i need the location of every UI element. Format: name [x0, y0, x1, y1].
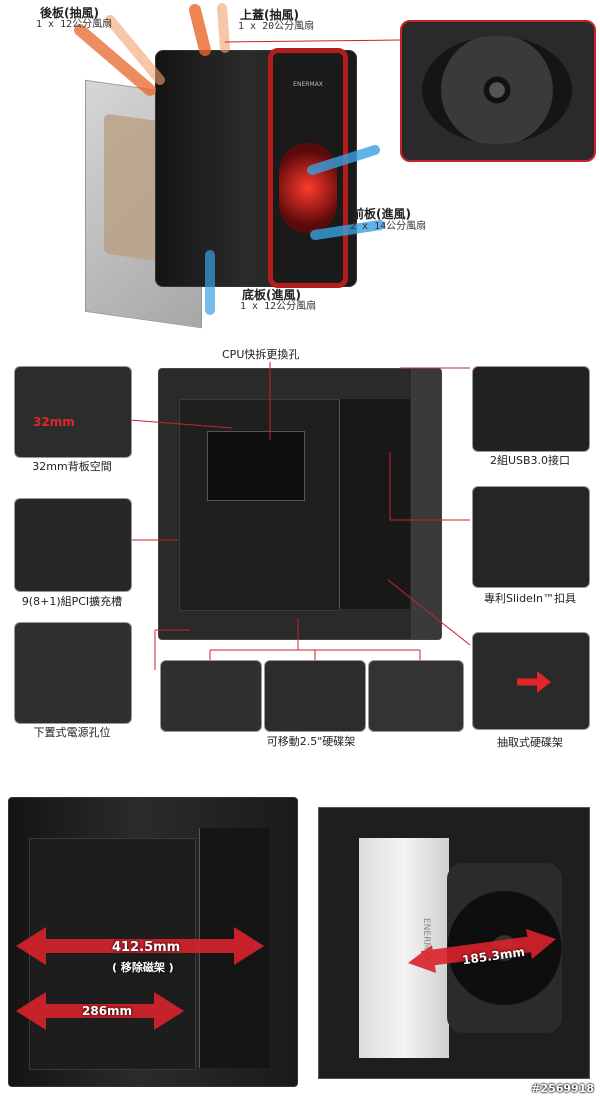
- slidein-caption: 專利SlideIn™扣具: [483, 592, 577, 605]
- vga-dimension-arrows: [16, 927, 264, 1030]
- hdd-tray-photo-2: [264, 660, 366, 732]
- cooler-dimension-arrow: [408, 929, 556, 973]
- rear-exhaust-arrow: [74, 15, 165, 96]
- rear-fan-title: 後板(抽風): [40, 6, 99, 20]
- front-bezel: ENERMAX: [268, 48, 348, 288]
- top-fan-title: 上蓋(抽風): [240, 8, 299, 22]
- hdd-tray-photo-3: [368, 660, 464, 732]
- front-red-glow: [279, 143, 337, 233]
- clearance-value: 32mm: [33, 415, 75, 429]
- pci-caption: 9(8+1)組PCI擴充槽: [21, 595, 123, 608]
- top-fan-mesh: [422, 36, 572, 144]
- cpu-cutout-label: CPU快拆更換孔: [222, 348, 300, 361]
- drive-bays: [339, 399, 410, 609]
- interior-case: [158, 368, 442, 640]
- front-logo: ENERMAX: [293, 81, 323, 88]
- front-fan-detail: 2 x 14公分風扇: [350, 221, 427, 232]
- vga-short-value: 286mm: [82, 1004, 133, 1018]
- cpu-cutout-hole: [207, 431, 305, 501]
- vga-long-arrow: [16, 927, 264, 965]
- interior-section: CPU快拆更換孔 32mm 32mm背板空間 9(8+1)組PCI擴充槽 下置式…: [0, 340, 600, 760]
- top-exhaust-arrow: [189, 3, 230, 56]
- drawer-caption: 抽取式硬碟架: [497, 736, 563, 749]
- watermark: #2569918: [531, 1082, 594, 1095]
- top-fan-callout-line: [224, 39, 401, 43]
- hdd-tray-caption: 可移動2.5"硬碟架: [266, 735, 356, 748]
- vga-short-arrow: [16, 992, 184, 1030]
- psu-caption: 下置式電源孔位: [33, 726, 111, 739]
- drawer-photo: [472, 632, 590, 730]
- front-bezel-side: [411, 369, 441, 639]
- pci-photo: [14, 498, 132, 592]
- front-fan-title: 前板(進風): [352, 207, 411, 221]
- drawer-arrow-icon: [517, 671, 551, 693]
- clearance-photo: 32mm: [14, 366, 132, 458]
- usb-caption: 2組USB3.0接口: [489, 454, 571, 467]
- top-fan-detail: 1 x 20公分風扇: [238, 21, 315, 32]
- psu-photo: [14, 622, 132, 724]
- clearance-caption: 32mm背板空間: [32, 460, 112, 473]
- vga-long-value: 412.5mm: [112, 940, 181, 955]
- rear-fan-detail: 1 x 12公分風扇: [36, 19, 113, 30]
- front-intake-arrow: [307, 145, 385, 240]
- hdd-tray-photo-1: [160, 660, 262, 732]
- vga-mb-tray: [29, 838, 196, 1070]
- usb-photo: [472, 366, 590, 452]
- interior-callout-lines: [129, 362, 471, 670]
- dimension-section: 412.5mm ( 移除磁架 ) 286mm ENERMAX 185.3mm #…: [0, 795, 600, 1105]
- cooler-heatsink: [359, 838, 449, 1058]
- airflow-section: ENERMAX 後板(抽風) 1 x 12公分風扇 上蓋(抽風) 1 x 20公…: [0, 0, 600, 329]
- top-fan-closeup: [400, 20, 596, 162]
- vga-long-note: ( 移除磁架 ): [112, 961, 174, 974]
- bottom-fan-detail: 1 x 12公分風扇: [240, 301, 317, 312]
- slidein-photo: [472, 486, 590, 588]
- bottom-fan-title: 底板(進風): [242, 288, 301, 302]
- airflow-arrows: [74, 3, 401, 315]
